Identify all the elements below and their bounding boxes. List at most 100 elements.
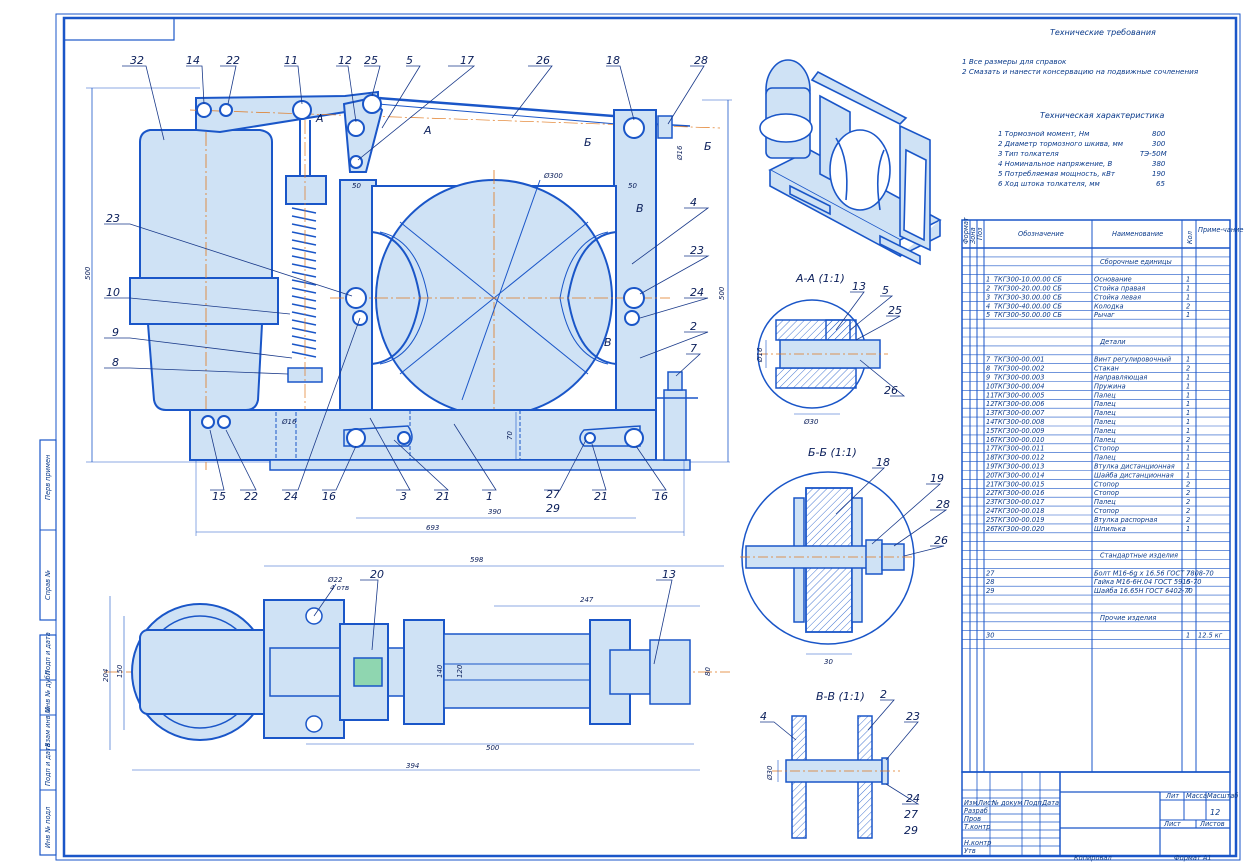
plan-view-labels: 20 13 598 247 Ø22 4 отв 204 150 140 120 …	[102, 556, 712, 770]
isometric-view	[759, 59, 942, 266]
callout-8: 8	[112, 356, 119, 369]
char-label-2: 2 Диаметр тормозного шкива, мм	[998, 140, 1124, 148]
spec-row-designation: ТКГ300-00.002	[994, 365, 1044, 373]
stamp-text-4: Взам инв №	[44, 706, 52, 747]
bb-callout-28: 28	[936, 498, 950, 511]
spec-row-qty: 1	[1186, 445, 1190, 453]
char-label-3: 3 Тип толкателя	[998, 150, 1059, 158]
spec-row-designation: ТКГ300-00.005	[994, 391, 1044, 399]
spec-row-designation: ТКГ300-00.014	[994, 471, 1044, 479]
spec-section-title: Прочие изделия	[1100, 614, 1156, 622]
char-value-3: ТЭ-50М	[1140, 150, 1167, 158]
char-label-1: 1 Тормозной момент, Нм	[998, 130, 1090, 138]
spec-row-designation: ТКГ300-00.003	[994, 374, 1044, 382]
inner-frame	[62, 16, 1238, 858]
spec-row-qty: 1	[1186, 400, 1190, 408]
aa-dim-d16: Ø16	[756, 347, 764, 363]
spec-row-pos: 9	[986, 374, 990, 382]
spec-row-pos: 25	[986, 516, 994, 524]
callout-14: 14	[186, 54, 200, 67]
callout-9: 9	[112, 326, 119, 339]
dim-d22: Ø22	[327, 576, 343, 584]
spec-row-pos: 20	[986, 471, 994, 479]
spec-row-designation: ТКГ300-00.017	[994, 498, 1045, 506]
cut-v-2: В	[604, 336, 612, 349]
spec-row-name: Стопор	[1094, 480, 1119, 488]
spec-row-designation: ТКГ300-00.010	[994, 436, 1044, 444]
dim-80: 80	[704, 667, 712, 676]
dim-693: 693	[426, 524, 439, 532]
tech-req-title: Технические требования	[1050, 28, 1156, 37]
tb-row-1: Пров	[964, 815, 981, 823]
tb-lit: Лит	[1165, 792, 1179, 800]
spec-row-name: Палец	[1094, 418, 1116, 426]
spec-row-designation: ТКГ300-00.001	[994, 356, 1044, 364]
spec-row-pos: 21	[986, 480, 994, 488]
tb-sheets: Листов	[1199, 820, 1225, 828]
pin-set	[196, 94, 645, 448]
stamp-text-2: Подп и дата	[44, 632, 52, 675]
callout-21-left: 21	[436, 490, 450, 503]
spec-row-qty: 6	[1186, 578, 1190, 586]
dim-204: 204	[102, 669, 110, 682]
cut-b-2: Б	[704, 140, 712, 153]
tb-row-4: Утв	[964, 847, 976, 855]
callout-23-left: 23	[106, 212, 120, 225]
spec-row-designation: ТКГ300-40.00.00 СБ	[994, 302, 1062, 310]
char-label-4: 4 Номинальное напряжение, В	[998, 160, 1113, 168]
dim-150: 150	[116, 664, 124, 678]
spec-row-name: Рычаг	[1094, 311, 1115, 319]
callout-4: 4	[690, 196, 697, 209]
spec-row-qty: 1	[1186, 427, 1190, 435]
tb-mass: 12	[1210, 808, 1220, 817]
stamp-text-5: Подп и дата	[44, 743, 52, 786]
callout-25: 25	[364, 54, 378, 67]
spec-row-name: Стакан	[1094, 365, 1120, 373]
spec-row-qty: 1	[1186, 418, 1190, 426]
characteristics: Техническая характеристика 1 Тормозной м…	[998, 111, 1167, 188]
dim-500-left: 500	[84, 266, 92, 280]
vv-callout-29: 29	[904, 824, 918, 837]
callout-24-right: 24	[690, 286, 704, 299]
spec-row-name: Болт М16-6g x 16.56 ГОСТ 7808-70	[1094, 569, 1214, 577]
spec-row-pos: 11	[986, 391, 994, 399]
spec-row-name: Стойка правая	[1094, 285, 1145, 293]
dim-70: 70	[506, 431, 514, 440]
char-value-4: 380	[1152, 160, 1166, 168]
spec-row-pos: 26	[986, 525, 994, 533]
callout-13-plan: 13	[662, 568, 676, 581]
tech-req-2: 2 Смазать и нанести консервацию на подви…	[962, 67, 1199, 76]
dim-394: 394	[406, 762, 419, 770]
spec-row-designation: ТКГ300-10.00.00 СБ	[994, 276, 1062, 284]
spec-row-qty: 7	[1186, 569, 1191, 577]
vv-callout-24: 24	[906, 792, 920, 805]
callout-1: 1	[486, 490, 493, 503]
bb-dim-30: 30	[824, 658, 833, 666]
spec-row-qty: 1	[1186, 463, 1190, 471]
spec-row-designation: ТКГ300-00.018	[994, 507, 1044, 515]
dim-d16-b: Ø16	[676, 145, 684, 161]
spec-row-qty: 1	[1186, 374, 1190, 382]
aa-dim-d30: Ø30	[803, 418, 819, 426]
spec-row-designation: ТКГ300-00.012	[994, 454, 1044, 462]
cut-letters: А А Б Б В В	[315, 112, 712, 349]
spec-row-designation: ТКГ300-00.004	[994, 382, 1044, 390]
spec-row-designation: ТКГ300-20.00.00 СБ	[994, 285, 1062, 293]
main-view-callouts	[104, 65, 710, 491]
title-block: Изм Лист № докум Подп Дата Разраб Пров Т…	[961, 771, 1238, 862]
tb-col-doc: № докум	[991, 799, 1022, 807]
main-view-labels: 32 14 22 11 12 25 5 17 26 18 28 23 10 9 …	[106, 54, 708, 515]
tb-col-list: Лист	[977, 799, 995, 807]
spec-row-name: Пружина	[1094, 382, 1126, 390]
outer-frame	[55, 13, 1241, 861]
spring	[291, 207, 317, 358]
spec-row-pos: 14	[986, 418, 994, 426]
spec-header-qty: Кол	[1186, 230, 1194, 244]
spec-row-pos: 10	[986, 382, 994, 390]
stamp-text-3: Инв № дубл	[44, 670, 52, 712]
spec-row-qty: 2	[1186, 365, 1190, 373]
char-label-6: 6 Ход штока толкателя, мм	[998, 180, 1100, 188]
spec-row-designation: ТКГ300-00.016	[994, 489, 1044, 497]
stamp-text-0: Перв примен	[44, 454, 52, 500]
